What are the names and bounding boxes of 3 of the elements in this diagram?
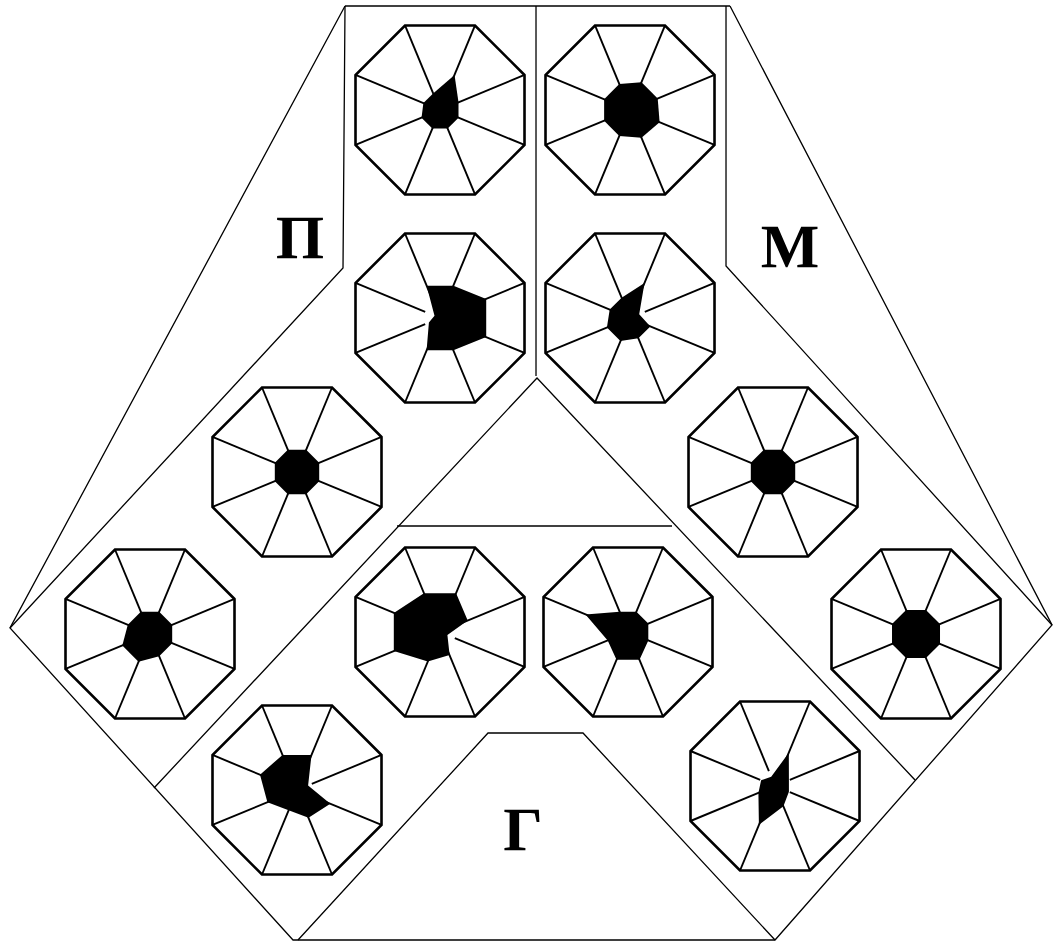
region-label: П — [277, 217, 323, 259]
region-label: Г — [504, 809, 540, 851]
region-label: М — [761, 226, 818, 268]
